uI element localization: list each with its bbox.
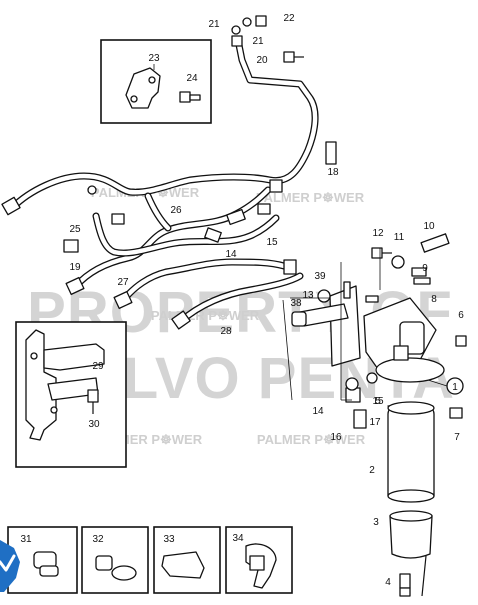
callout-15: 15 — [266, 237, 278, 248]
bolt-7 — [449, 407, 463, 419]
bolt-head — [179, 91, 191, 103]
water-bowl — [389, 515, 433, 559]
callout-7: 7 — [454, 432, 460, 443]
sensor-10 — [420, 233, 450, 253]
hose-fittings — [1, 35, 337, 330]
callout-21: 21 — [208, 19, 220, 30]
callout-14: 14 — [312, 406, 324, 417]
fuel-hoses — [8, 36, 319, 326]
callout-39: 39 — [314, 271, 326, 282]
callout-21: 21 — [252, 36, 264, 47]
bracket-11 — [391, 255, 405, 269]
callout-1: 1 — [452, 382, 458, 393]
callout-19: 19 — [69, 262, 81, 273]
callout-30: 30 — [88, 419, 100, 430]
watermark-brand: PALMER P☸WER — [256, 190, 365, 205]
callout-22: 22 — [283, 13, 295, 24]
callout-6: 6 — [458, 310, 464, 321]
callout-38: 38 — [290, 298, 302, 309]
fitting-18 — [325, 141, 337, 165]
callout-33: 33 — [163, 534, 175, 545]
callout-2: 2 — [369, 465, 375, 476]
callout-9: 9 — [422, 263, 428, 274]
callout-4: 4 — [385, 577, 391, 588]
callout-5: 5 — [375, 396, 381, 407]
detail-box-bracket-assembly: 29 30 — [15, 321, 127, 468]
clamp-32 — [95, 555, 113, 571]
callout-12: 12 — [372, 228, 384, 239]
fuel-filter-assembly — [282, 233, 467, 597]
plug-6 — [455, 335, 467, 347]
callout-32: 32 — [92, 534, 104, 545]
callout-23: 23 — [148, 53, 160, 64]
clamp-33 — [161, 551, 205, 579]
callout-16: 16 — [330, 432, 342, 443]
small-parts-row: 31 32 33 34 — [7, 526, 293, 594]
callout-31: 31 — [20, 534, 32, 545]
bolt-head — [87, 389, 99, 403]
banjo-fitting: 21 21 22 20 — [208, 13, 304, 66]
callout-20: 20 — [256, 55, 268, 66]
watermark-brand: PALMER P☸WER — [151, 308, 260, 323]
callout-3: 3 — [373, 517, 379, 528]
callout-17: 17 — [369, 417, 381, 428]
callout-27: 27 — [117, 277, 129, 288]
callout-10: 10 — [423, 221, 435, 232]
callout-11: 11 — [394, 232, 405, 243]
callout-18: 18 — [327, 167, 339, 178]
callout-24: 24 — [186, 73, 198, 84]
verified-check-icon — [0, 540, 20, 592]
callout-29: 29 — [92, 361, 104, 372]
callouts: 1 2 3 4 5 6 7 8 9 10 11 12 13 14 14 15 1… — [69, 167, 464, 588]
callout-8: 8 — [431, 294, 437, 305]
callout-26: 26 — [170, 205, 182, 216]
callout-15: 15 — [372, 396, 384, 407]
filter-cartridge — [387, 405, 435, 501]
callout-34: 34 — [232, 533, 244, 544]
watermark-brand: PALMER P☸WER — [257, 432, 366, 447]
callout-28: 28 — [220, 326, 232, 337]
callout-13: 13 — [302, 290, 314, 301]
callout-25: 25 — [69, 224, 81, 235]
callout-14: 14 — [225, 249, 237, 260]
detail-box-bracket: 23 24 — [100, 39, 212, 124]
